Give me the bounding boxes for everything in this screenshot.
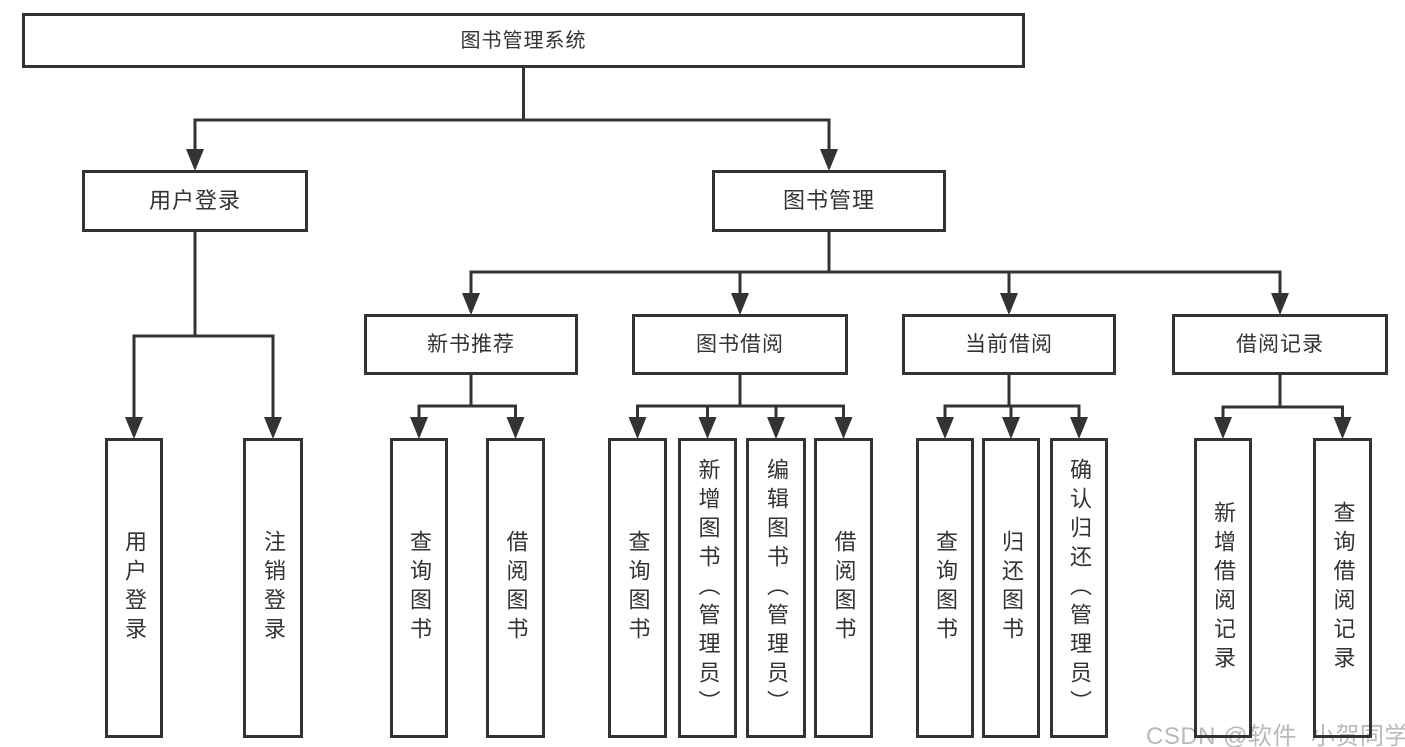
node-leaf-edit-book-label: 编辑图书（管理员） <box>764 457 789 719</box>
node-leaf-query-book-1-label: 查询图书 <box>407 530 432 646</box>
node-book-borrow-label: 图书借阅 <box>696 332 784 356</box>
node-user-login-box: 用户登录 <box>82 170 308 232</box>
node-leaf-logout-label: 注销登录 <box>261 530 286 646</box>
node-leaf-query-book-3-box: 查询图书 <box>916 438 974 738</box>
node-leaf-user-login-box: 用户登录 <box>105 438 163 738</box>
node-leaf-query-record-label: 查询借阅记录 <box>1330 501 1356 675</box>
node-leaf-logout-box: 注销登录 <box>243 438 303 738</box>
node-leaf-borrow-book-1-label: 借阅图书 <box>503 530 529 646</box>
node-book-mgmt-label: 图书管理 <box>782 187 875 213</box>
node-leaf-user-login-label: 用户登录 <box>122 530 147 646</box>
node-new-book-rec-label: 新书推荐 <box>427 332 515 356</box>
node-leaf-add-record-label: 新增借阅记录 <box>1211 501 1236 675</box>
node-leaf-borrow-book-1-box: 借阅图书 <box>486 438 545 738</box>
node-leaf-return-book-box: 归还图书 <box>982 438 1040 738</box>
node-new-book-rec-box: 新书推荐 <box>364 314 578 375</box>
node-borrow-records-box: 借阅记录 <box>1172 314 1388 375</box>
node-book-borrow-box: 图书借阅 <box>632 314 848 375</box>
node-leaf-query-book-2-label: 查询图书 <box>625 530 651 646</box>
node-leaf-query-book-1-box: 查询图书 <box>390 438 448 738</box>
node-leaf-add-book-label: 新增图书（管理员） <box>695 457 721 719</box>
node-current-borrow-box: 当前借阅 <box>902 314 1116 375</box>
node-root-label: 图书管理系统 <box>460 29 587 52</box>
node-root-box: 图书管理系统 <box>22 13 1025 68</box>
node-leaf-query-book-3-label: 查询图书 <box>933 530 958 646</box>
node-leaf-borrow-book-2-box: 借阅图书 <box>814 438 873 738</box>
node-user-login-label: 用户登录 <box>148 187 241 213</box>
node-leaf-borrow-book-2-label: 借阅图书 <box>831 530 857 646</box>
node-leaf-confirm-return-box: 确认归还（管理员） <box>1050 438 1108 738</box>
node-book-mgmt-box: 图书管理 <box>712 170 946 232</box>
node-current-borrow-label: 当前借阅 <box>965 332 1053 356</box>
node-leaf-return-book-label: 归还图书 <box>999 530 1024 646</box>
node-leaf-query-record-box: 查询借阅记录 <box>1313 438 1372 738</box>
node-leaf-add-record-box: 新增借阅记录 <box>1194 438 1252 738</box>
watermark: CSDN @软件_小贺同学 <box>1146 723 1405 747</box>
node-leaf-add-book-box: 新增图书（管理员） <box>678 438 737 738</box>
node-leaf-edit-book-box: 编辑图书（管理员） <box>746 438 806 738</box>
node-borrow-records-label: 借阅记录 <box>1236 332 1324 356</box>
node-leaf-query-book-2-box: 查询图书 <box>608 438 667 738</box>
node-leaf-confirm-return-label: 确认归还（管理员） <box>1067 457 1092 719</box>
